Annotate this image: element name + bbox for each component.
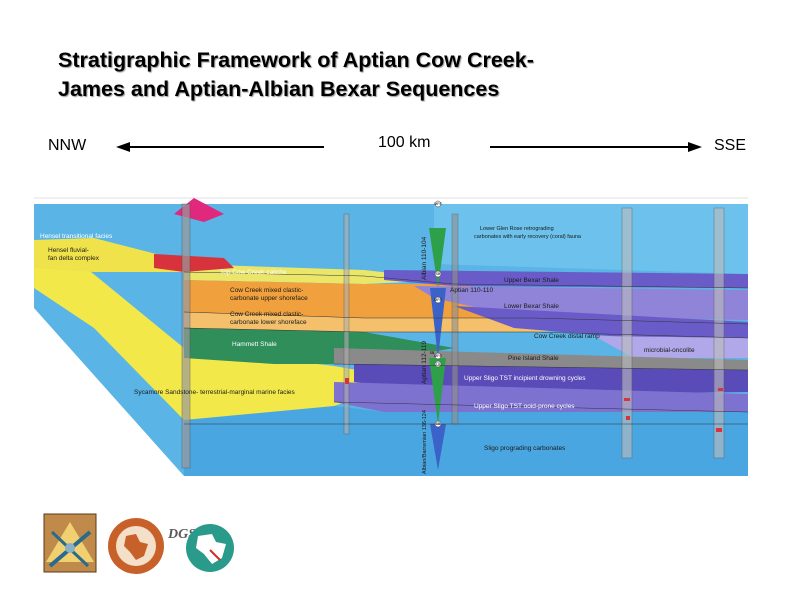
cross-section-diagram: Hensel transitional facies Hensel fluvia…	[34, 188, 748, 476]
well-log-blips	[345, 378, 723, 432]
header-strip	[34, 188, 748, 204]
lower-glen-rose-layer	[434, 204, 748, 274]
label-pine-island: Pine Island Shale	[508, 355, 559, 362]
label-sligo-prograding: Sligo prograding carbonates	[484, 445, 566, 452]
label-aptian-110: Aptian 110-110	[450, 287, 494, 294]
marker-label-4: MFS	[434, 354, 442, 358]
arrow-right-head	[688, 142, 702, 152]
label-hammett: Hammett Shale	[232, 341, 277, 348]
label-aptian-119: Aptian 112-119	[421, 340, 428, 384]
label-hensel-fluvial: Hensel fluvial-	[48, 247, 89, 254]
sequence-triangle-blue	[430, 288, 446, 358]
sequence-triangle-green	[429, 228, 446, 288]
sequence-triangle-green-2	[429, 358, 446, 424]
label-sligo-tst: Upper Sligo TST incipient drowning cycle…	[464, 375, 586, 382]
sligo-prograding-layer	[184, 388, 748, 476]
marker-label-1: SB	[436, 272, 441, 276]
sequence-triangle-blue-2	[430, 424, 446, 470]
marker-label-6: SB	[436, 422, 441, 426]
label-hensel-transitional: Hensel transitional facies	[40, 233, 113, 240]
marker-label-2: MFS	[434, 298, 442, 302]
label-lower-bexar: Lower Bexar Shale	[504, 303, 559, 310]
title-line-2: James and Aptian-Albian Bexar Sequences	[58, 77, 500, 101]
marker-label-3: SB	[430, 351, 435, 355]
title-line-1: Stratigraphic Framework of Aptian Cow Cr…	[58, 48, 534, 72]
label-cc-upper-2: carbonate upper shoreface	[230, 295, 308, 302]
contact-lines	[183, 271, 748, 425]
geology-logo	[43, 513, 97, 573]
label-hensel-fluvial-2: fan delta complex	[48, 255, 100, 262]
hensel-red-accent	[154, 254, 234, 272]
upper-bexar-layer	[384, 270, 748, 288]
label-lower-glen-rose-2: carbonates with early recovery (coral) f…	[474, 234, 582, 240]
label-cc-upper-1: Cow Creek mixed clastic-	[230, 287, 303, 294]
cc-lower-shoreface-layer	[184, 312, 614, 332]
label-cc-lower-1: Cow Creek mixed clastic-	[230, 311, 303, 318]
microbial-layer	[594, 336, 748, 358]
direction-nnw-label: NNW	[48, 137, 87, 154]
marker-label-5: TS	[436, 362, 441, 366]
texas-map-logo	[186, 524, 234, 572]
sycamore-layer	[34, 248, 414, 420]
label-top-cow-creek: Top Cow Creek caliche	[220, 269, 287, 276]
label-sligo-ooid: Upper Sligo TST ooid-prone cycles	[474, 403, 575, 410]
direction-sse-label: SSE	[714, 137, 747, 154]
label-microbial: microbial-oncolite	[644, 347, 695, 354]
label-lower-glen-rose-1: Lower Glen Rose retrograding	[480, 226, 554, 232]
marker-label-0: MFS	[434, 202, 442, 206]
texas-seal-logo	[108, 518, 164, 574]
cc-distal-layer	[454, 306, 748, 344]
label-sycamore: Sycamore Sandstone- terrestrial-marginal…	[134, 389, 296, 396]
label-albian: Albian 110-104	[421, 236, 428, 280]
scale-label: 100 km	[378, 134, 431, 151]
arrow-left-head	[116, 142, 130, 152]
label-cc-lower-2: carbonate lower shoreface	[230, 319, 307, 326]
label-cc-distal: Cow Creek distal ramp	[534, 333, 600, 340]
label-upper-bexar: Upper Bexar Shale	[504, 277, 559, 284]
logo-strip: DGS	[43, 513, 234, 574]
page-title: Stratigraphic Framework of Aptian Cow Cr…	[58, 46, 698, 104]
label-hauterivian: Albian/Barremian 136-124	[422, 410, 428, 474]
